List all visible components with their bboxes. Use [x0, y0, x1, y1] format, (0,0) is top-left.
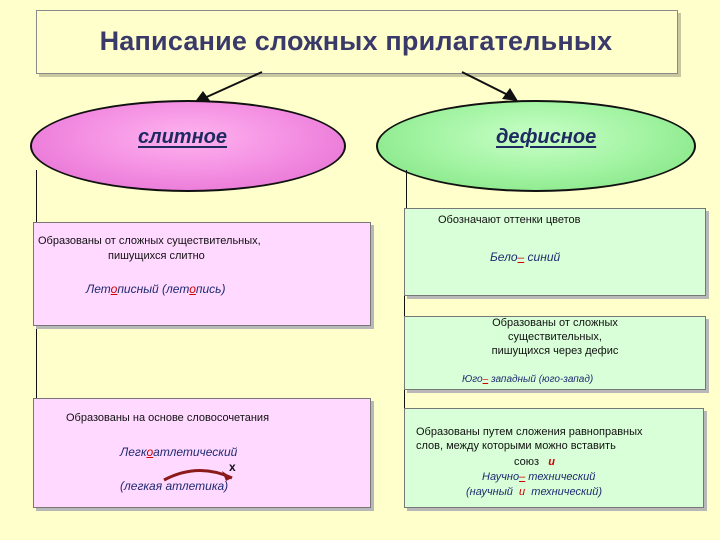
page-title: Написание сложных прилагательных — [99, 25, 613, 56]
connector-right-2 — [404, 296, 405, 316]
arrow-right-line — [461, 71, 513, 98]
connecting-vowel: о — [110, 282, 118, 296]
connector-left-1 — [36, 170, 37, 222]
example-part: синий — [524, 250, 561, 264]
box-hyphen-compound-nouns — [404, 316, 706, 390]
arrow-right-head — [502, 88, 518, 101]
conjunction-line: союз и — [514, 456, 555, 468]
example-belo-siniy: Бело– синий — [490, 250, 560, 264]
hyphen-mark: – — [482, 374, 489, 385]
title-box — [36, 10, 678, 74]
rule-part: союз — [514, 456, 549, 468]
rule-text: слов, между которыми можно вставить — [416, 440, 616, 452]
connecting-vowel: о — [189, 282, 196, 296]
example-legkoatletichesky: Легкоатлетический — [120, 445, 237, 459]
box-coordinate-words — [404, 408, 704, 508]
source-part: технический) — [525, 486, 603, 498]
rule-text: пишущихся слитно — [108, 250, 205, 262]
example-part: технический — [525, 471, 596, 483]
source-part: (научный — [466, 486, 520, 498]
conjunction-i: и — [548, 456, 555, 468]
example-part: Лет — [86, 282, 111, 296]
source-phrase-coordinate: (научный и технический) — [466, 486, 602, 498]
rule-text: пишущихся через дефис — [491, 345, 619, 357]
connector-right-1 — [406, 170, 407, 208]
example-part: писный (лет — [117, 282, 190, 296]
cross-mark: x — [229, 460, 236, 474]
connector-right-3 — [404, 390, 405, 408]
arc-arrow-icon — [163, 468, 233, 482]
example-part: западный (юго-запад) — [488, 374, 594, 385]
rule-text: Образованы на основе словосочетания — [66, 412, 270, 424]
label-hyphen: дефисное — [496, 126, 597, 148]
example-letopisny: Летописный (летопись) — [86, 282, 226, 296]
connecting-vowel: о — [146, 445, 154, 459]
example-part: атлетический — [153, 445, 238, 459]
source-phrase: (легкая атлетика) — [120, 479, 229, 493]
conjunction-i: и — [519, 486, 526, 498]
rule-text: существительных, — [508, 331, 602, 343]
rule-text: Обозначают оттенки цветов — [438, 214, 581, 226]
rule-text: Образованы от сложных — [492, 317, 618, 329]
connector-left-2 — [36, 326, 37, 398]
rule-text: Образованы от сложных существительных, — [38, 235, 261, 247]
box-color-shades — [404, 208, 706, 296]
label-solid: слитное — [138, 126, 227, 148]
example-part: пись) — [195, 282, 226, 296]
example-yugo-zapadny: Юго– западный (юго-запад) — [462, 374, 593, 385]
ellipse-solid-spelling — [30, 100, 346, 192]
hyphen-mark: – — [519, 471, 526, 483]
example-part: Легк — [120, 445, 147, 459]
example-part: Научно — [482, 471, 520, 483]
box-solid-compound-nouns — [33, 222, 371, 326]
ellipse-hyphen-spelling — [376, 100, 696, 192]
example-nauchno-tekhnichesky: Научно– технический — [482, 471, 595, 483]
arrow-left-line — [199, 71, 263, 101]
arc-head — [222, 471, 232, 481]
hyphen-mark: – — [517, 250, 525, 264]
example-part: Юго — [462, 374, 483, 385]
box-word-combination — [33, 398, 371, 508]
example-part: Бело — [490, 250, 518, 264]
rule-text: Образованы путем сложения равноправных — [416, 426, 643, 438]
